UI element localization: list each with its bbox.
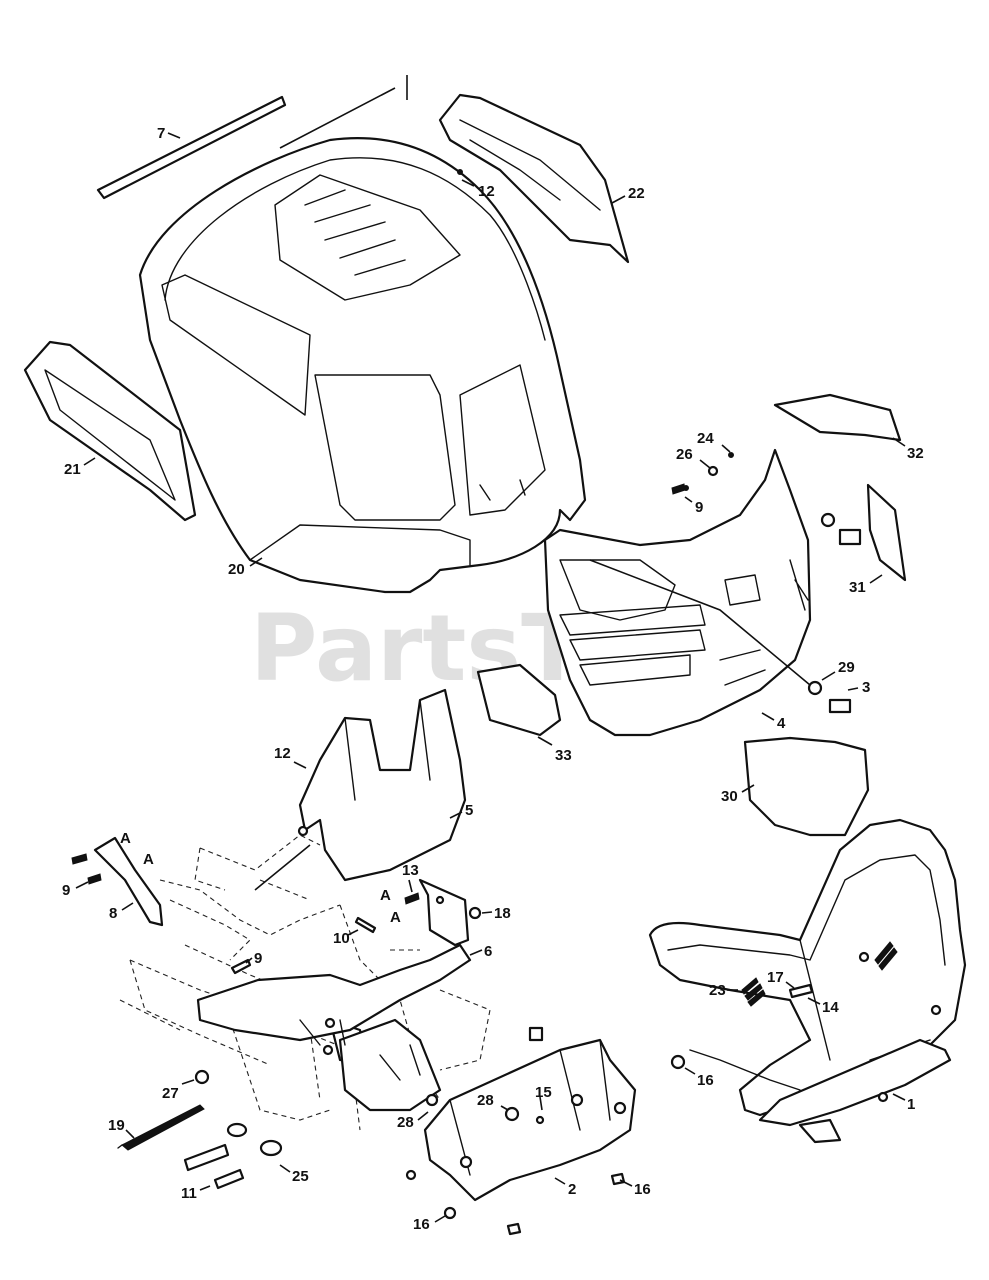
part-20-hood (138, 137, 587, 594)
callout-16-bottom: 16 (413, 1216, 430, 1233)
guide-lines (254, 75, 811, 891)
part-33-lens (476, 663, 562, 737)
callout-3: 3 (862, 679, 870, 696)
callout-7: 7 (157, 125, 165, 142)
part-1-bumper (648, 818, 967, 1144)
callout-A-2: A (143, 851, 154, 868)
callout-4: 4 (777, 715, 786, 732)
callout-30: 30 (721, 788, 738, 805)
part-8-plate (93, 836, 164, 927)
callout-28-upper: 28 (477, 1092, 494, 1109)
callout-18: 18 (494, 905, 511, 922)
callout-10: 10 (333, 930, 350, 947)
callout-16-right: 16 (697, 1072, 714, 1089)
callout-8: 8 (109, 905, 117, 922)
callout-23: 23 (709, 982, 726, 999)
washers-and-bolts (71, 483, 686, 1236)
part-22-side-panel (438, 93, 630, 264)
callout-A-3: A (380, 887, 391, 904)
callout-31: 31 (849, 579, 866, 596)
part-6-bracket (196, 878, 472, 1046)
callout-1: 1 (907, 1096, 915, 1113)
callout-22: 22 (628, 185, 645, 202)
callout-5: 5 (465, 802, 473, 819)
callout-27: 27 (162, 1085, 179, 1102)
callout-12: 12 (478, 183, 495, 200)
callout-19: 19 (108, 1117, 125, 1134)
callout-12-lower: 12 (274, 745, 291, 762)
callout-11: 11 (181, 1185, 197, 1202)
part-4-grille (543, 448, 812, 737)
spring-parts (741, 941, 898, 1007)
callout-33: 33 (555, 747, 572, 764)
callout-32: 32 (907, 445, 924, 462)
callout-9: 9 (695, 499, 703, 516)
part-30-lens (743, 736, 870, 837)
grille-fasteners (457, 169, 862, 714)
part-2-bracket (423, 1026, 637, 1202)
part-7-strap (96, 95, 287, 200)
part-21-side-panel (23, 340, 197, 522)
callout-24: 24 (697, 430, 714, 447)
part-32-lens (773, 393, 902, 442)
part-5-bracket (298, 688, 467, 882)
callouts: 7 12 22 21 20 24 26 9 32 31 29 3 4 33 30… (62, 125, 924, 1233)
callout-A-1: A (120, 830, 131, 847)
callout-9-left: 9 (62, 882, 70, 899)
callout-14: 14 (822, 999, 839, 1016)
callout-26: 26 (676, 446, 693, 463)
callout-25: 25 (292, 1168, 309, 1185)
callout-21: 21 (64, 461, 81, 478)
callout-9-mid: 9 (254, 950, 262, 967)
callout-17: 17 (767, 969, 784, 986)
callout-2: 2 (568, 1181, 576, 1198)
callout-A-4: A (390, 909, 401, 926)
part-31-lens (866, 483, 907, 582)
callout-15: 15 (535, 1084, 552, 1101)
callout-29: 29 (838, 659, 855, 676)
callout-28-lower: 28 (397, 1114, 414, 1131)
callout-20: 20 (228, 561, 245, 578)
callout-6: 6 (484, 943, 492, 960)
callout-13: 13 (402, 862, 419, 879)
callout-16-lower-right: 16 (634, 1181, 651, 1198)
part-19-rod (117, 1104, 205, 1151)
